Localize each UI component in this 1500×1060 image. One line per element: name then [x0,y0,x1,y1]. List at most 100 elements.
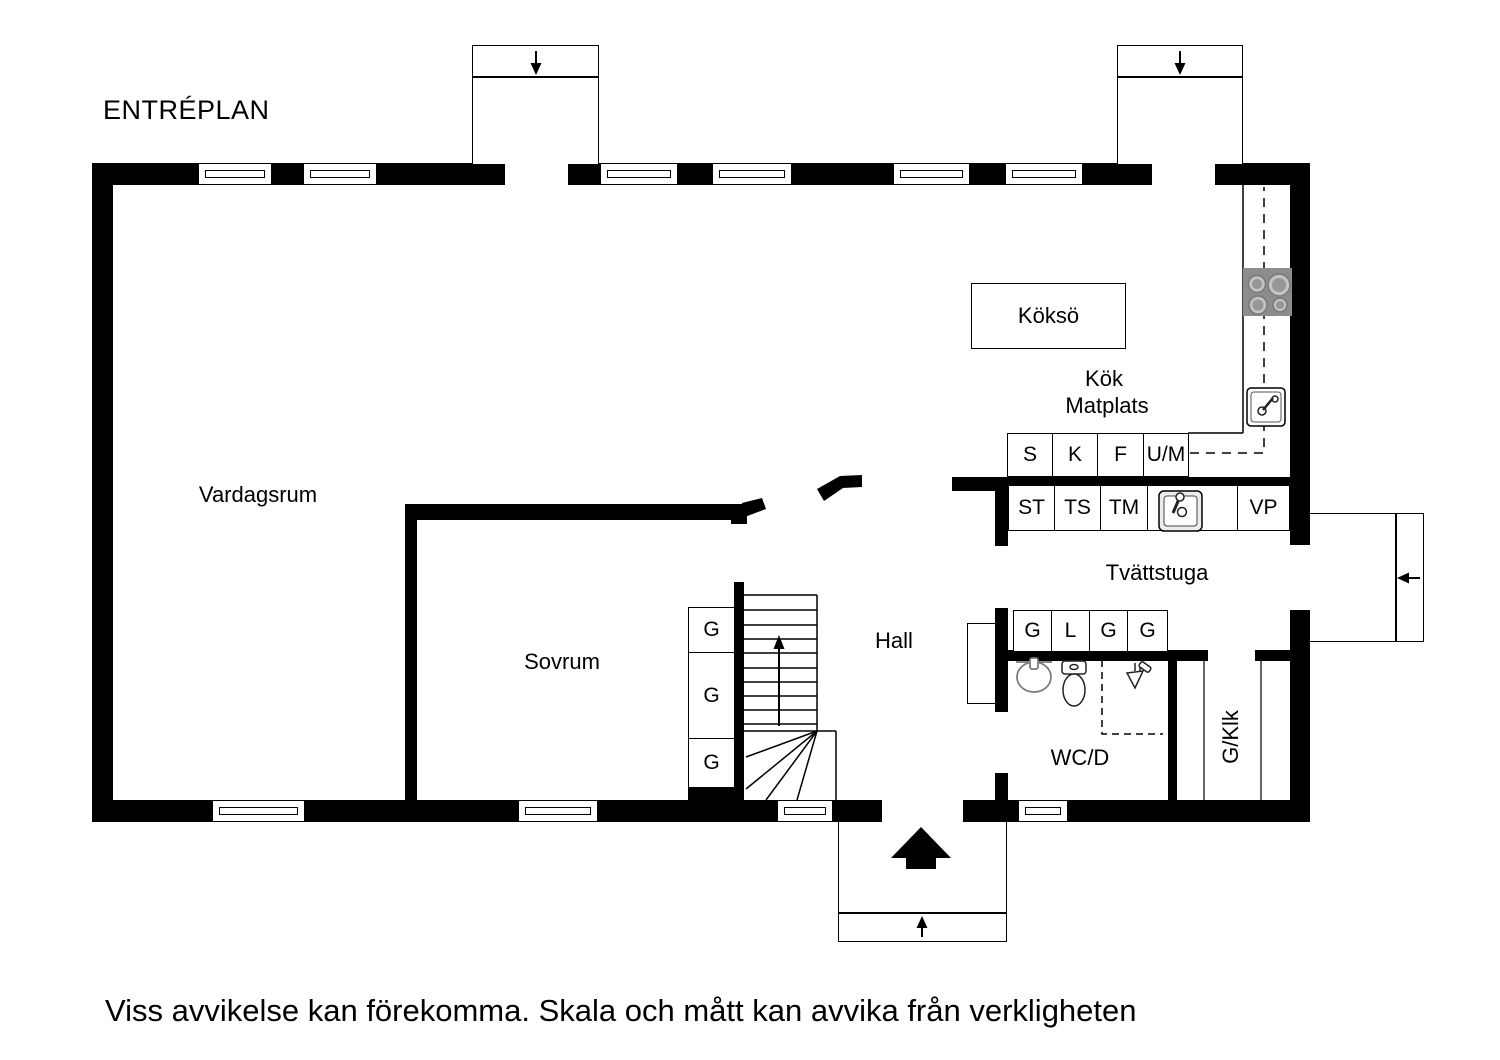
room-label-hall: Hall [875,628,913,653]
wall-top-5 [678,163,712,185]
window-frame [205,170,265,178]
cabinet-label: TM [1108,496,1140,519]
cabinet-label: L [1064,619,1077,642]
window-bottom-4 [1018,800,1068,822]
cabinet-g1: G [1013,610,1052,652]
wall-top-1 [92,163,198,185]
cabinet-label: TS [1064,496,1091,519]
entry-arrow-top-right-icon [1174,51,1186,75]
room-label-matplats: Matplats [1065,393,1149,418]
wall-wcd-left-upper [995,608,1008,712]
disclaimer-text: Viss avvikelse kan förekomma. Skala och … [105,993,1137,1028]
cabinet-freezer: S [1007,433,1053,477]
room-label-tvattstuga: Tvättstuga [1105,560,1209,585]
plan-title: ENTRÉPLAN [103,95,270,125]
shaft-niche [967,623,996,704]
wall-top-8 [1083,163,1152,185]
entry-arrow-east-icon [1397,572,1420,584]
room-label-kok: Kök [1085,366,1123,391]
cabinet-label: U/M [1146,443,1186,466]
wall-wcd-top [1008,650,1208,661]
window-frame [1012,170,1076,178]
window-frame [784,807,826,815]
window-frame [219,807,298,815]
cabinet-washer: TM [1100,485,1148,531]
cabinet-label: G [1100,619,1117,642]
stove-icon [1243,268,1292,316]
cabinet-label: F [1114,443,1127,466]
cabinet-fridge: K [1052,433,1098,477]
kitchen-sink-icon [1246,387,1286,427]
staircase [744,594,837,801]
cabinet-label: ST [1018,496,1045,519]
cabinet-label: G [703,683,720,707]
wall-stairs-base [688,787,744,822]
window-frame [310,170,370,178]
wall-wcd-left-lower [995,773,1008,822]
wall-angled-ends [731,475,862,524]
shower-dashed-enclosure [1101,660,1163,735]
window-frame [525,807,591,815]
cabinet-heat-pump: VP [1237,485,1290,531]
wall-stairs [734,582,744,802]
wall-wcd-right [1168,655,1177,802]
wall-top-7 [970,163,1005,185]
cabinet-label: S [1022,443,1037,466]
porch-step-line [1118,76,1242,78]
window-bottom-3 [777,800,833,822]
room-label-sovrum: Sovrum [524,649,600,674]
window-top-2 [303,163,377,185]
kitchen-island-label: Köksö [1017,303,1080,328]
entry-arrow-top-left-icon [530,51,542,75]
entry-arrow-south-icon [916,916,928,937]
room-label-vardagsrum: Vardagsrum [198,482,318,507]
wall-sovrum-top [407,504,742,520]
cabinet-f: F [1097,433,1144,477]
cabinet-label: VP [1249,496,1278,519]
wall-top-4 [568,163,600,185]
window-top-3 [600,163,678,185]
cabinet-label: G [703,618,720,641]
window-frame [900,170,963,178]
window-frame [1025,807,1061,815]
window-frame [719,170,785,178]
shower-icon [1125,661,1152,690]
wall-gklk-stub [1255,650,1290,661]
cabinet-label: G [1024,619,1041,642]
main-entrance-arrow-icon [891,827,951,869]
wall-top-3 [377,163,505,185]
washbasin-icon [1016,657,1052,693]
cabinet-label: G [1139,619,1156,642]
stairs-up-arrow-icon [773,635,785,726]
cabinet-g3: G [1127,610,1168,652]
gklk-closet-lines [1203,661,1262,800]
window-top-5 [893,163,970,185]
porch-step-line [839,912,1006,914]
wall-top-6 [792,163,893,185]
wall-bottom-4 [833,800,882,822]
window-bottom-2 [518,800,598,822]
wall-bottom-6 [1068,800,1310,822]
wall-top-2 [272,163,303,185]
window-bottom-1 [212,800,305,822]
window-top-4 [712,163,792,185]
kitchen-island: Köksö [971,283,1126,349]
porch-step-line [1395,514,1397,641]
room-label-wcd: WC/D [1050,745,1110,770]
kitchen-counter [1188,185,1244,434]
window-top-1 [198,163,272,185]
wall-top-9 [1215,163,1310,185]
toilet-icon [1061,660,1087,707]
laundry-sink-icon [1158,490,1203,532]
window-frame [607,170,671,178]
cabinet-dryer: TS [1054,485,1101,531]
porch-step-line [473,76,598,78]
cabinet-label: K [1067,443,1082,466]
wall-left [92,163,113,822]
wall-right-upper [1290,163,1310,545]
window-top-6 [1005,163,1083,185]
wall-bottom-2 [305,800,518,822]
wall-bottom-1 [92,800,212,822]
wall-tvattstuga-left-stub [995,477,1008,546]
